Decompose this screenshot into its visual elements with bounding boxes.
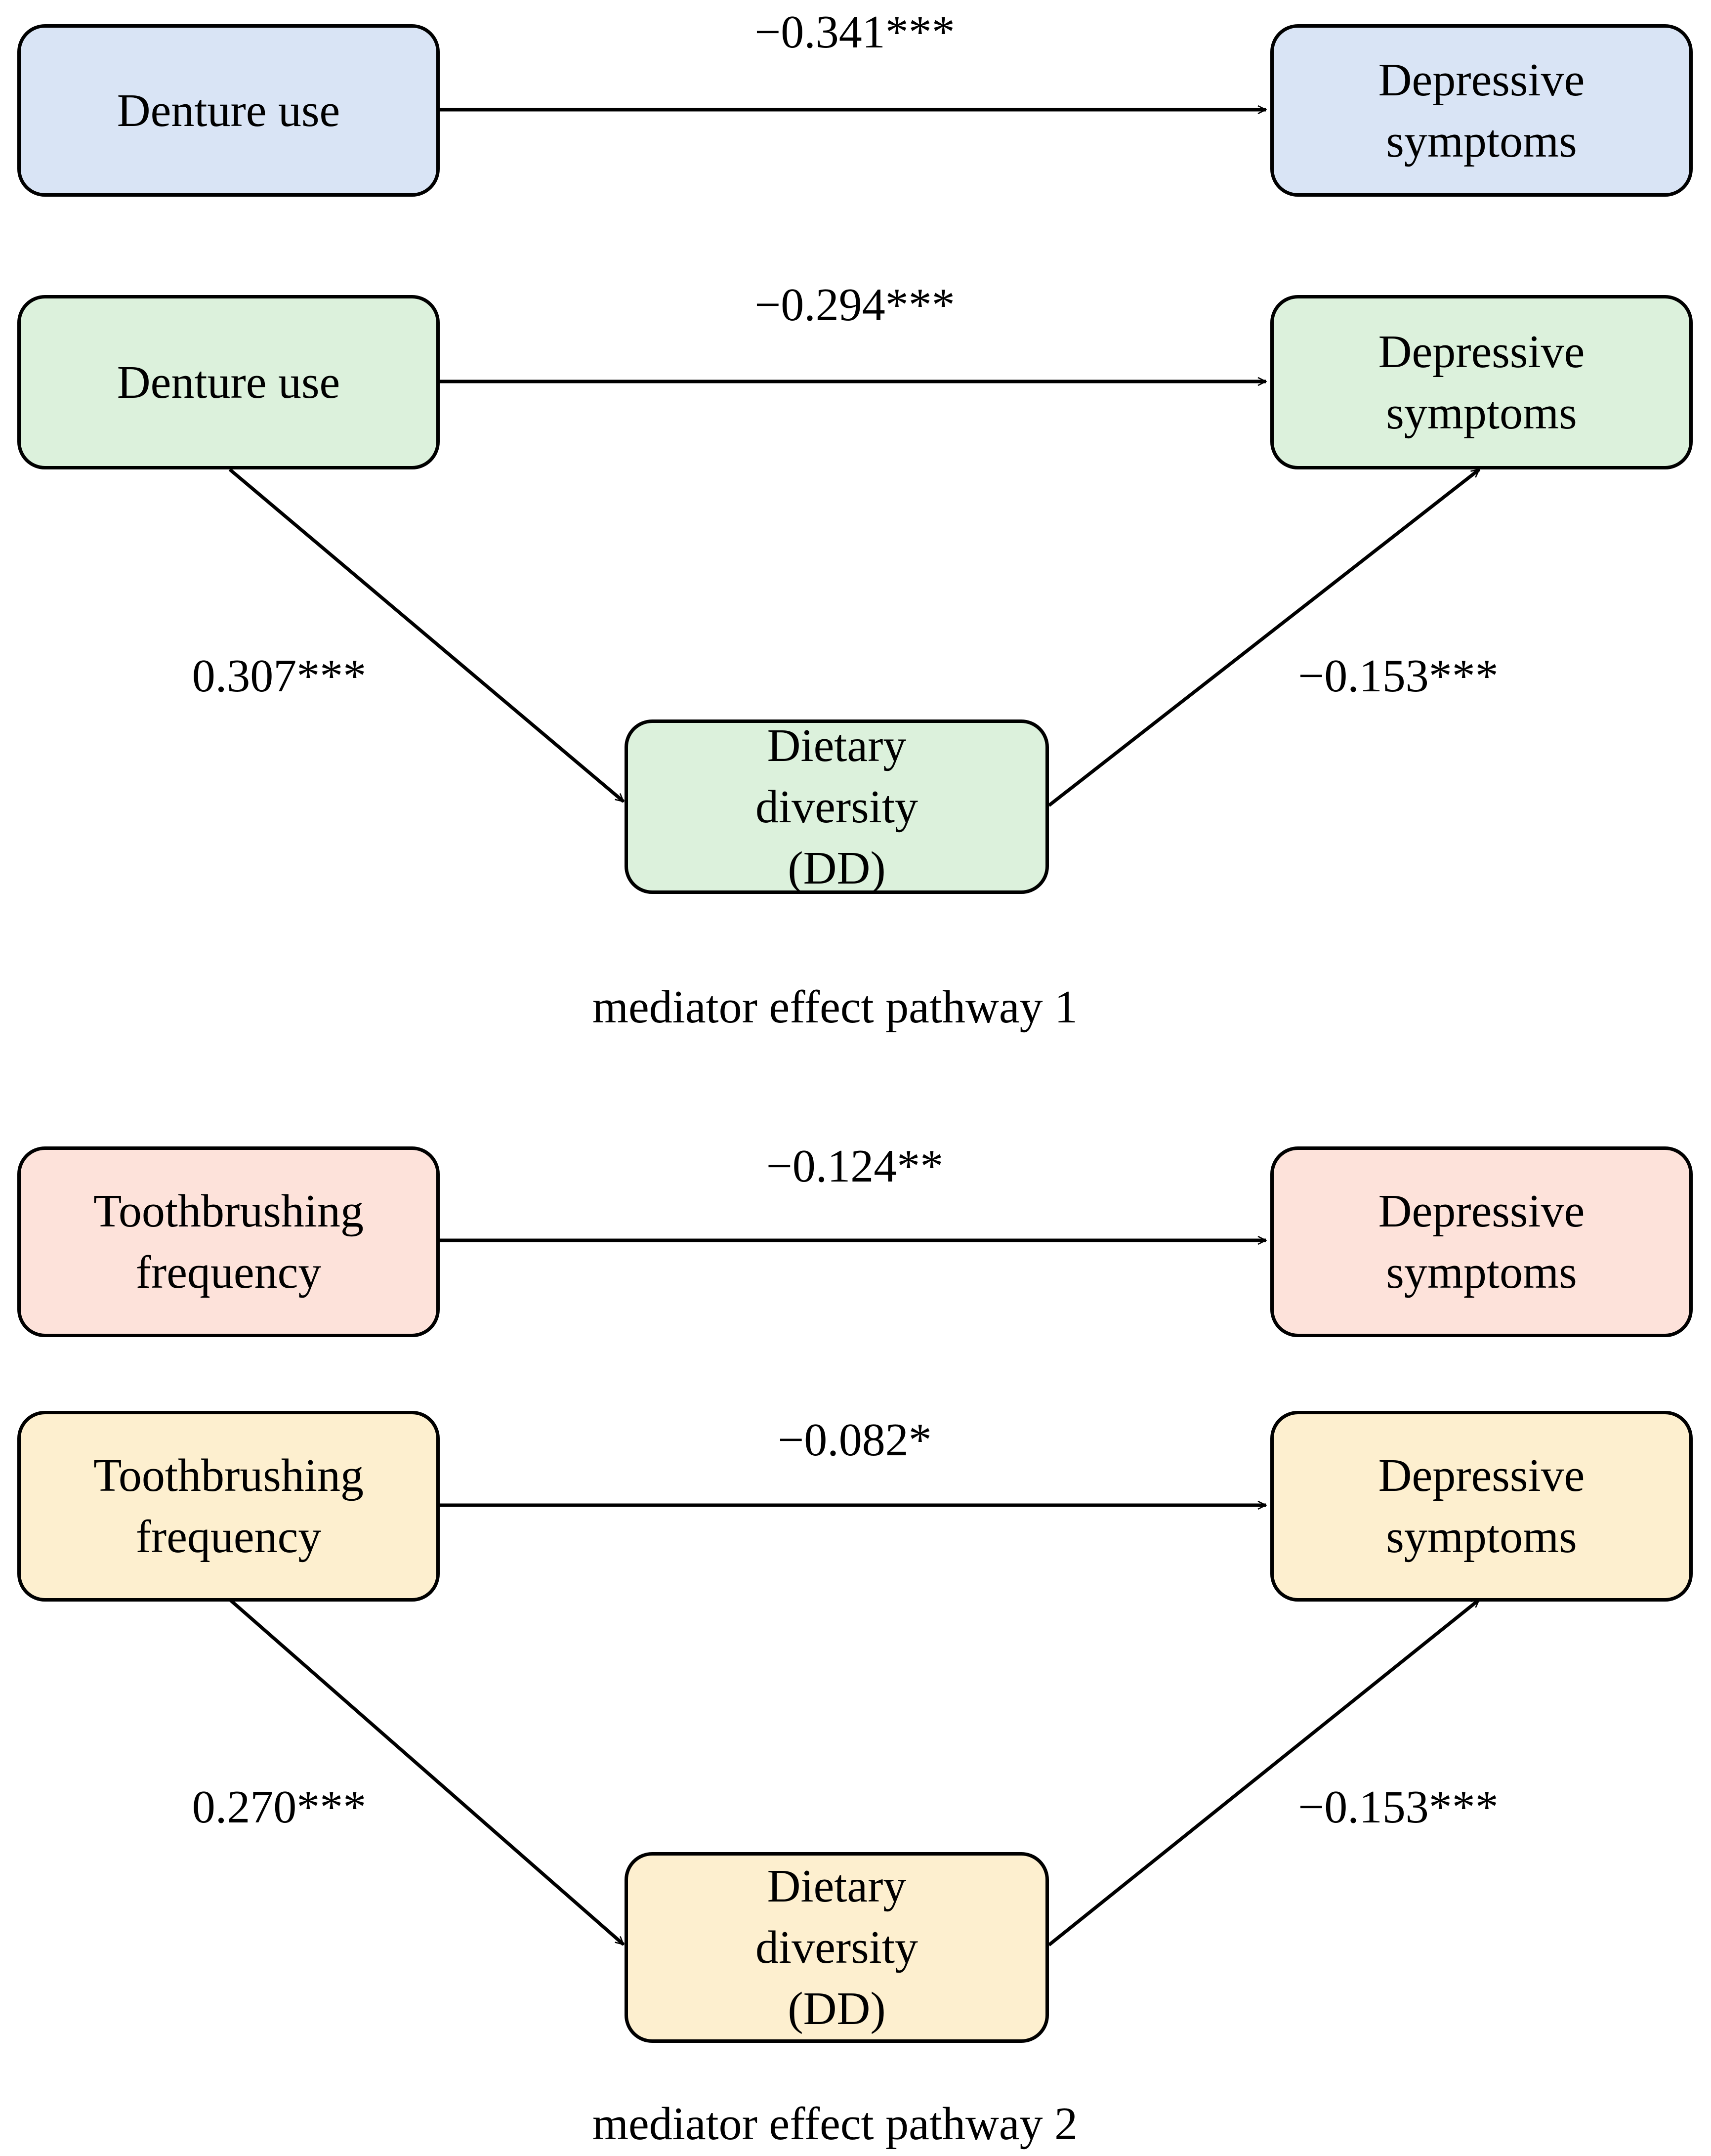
box-label-line1: Depressive	[1378, 54, 1585, 106]
box-label-line3: (DD)	[788, 1983, 886, 2034]
box-label-line2: symptoms	[1386, 115, 1577, 167]
dietary-diversity-box: Dietary diversity (DD)	[625, 1852, 1049, 2043]
box-label-line2: diversity	[755, 781, 918, 833]
depressive-symptoms-box: Depressive symptoms	[1270, 295, 1693, 469]
figure-caption: mediator effect pathway 2	[592, 2098, 1078, 2150]
box-label-line1: Dietary	[767, 719, 907, 771]
box-label-line3: (DD)	[788, 842, 886, 894]
depressive-symptoms-box: Depressive symptoms	[1270, 24, 1693, 197]
path-b-coefficient: −0.153***	[1298, 650, 1499, 702]
box-label-line2: symptoms	[1386, 387, 1577, 439]
box-label-line1: Dietary	[767, 1860, 907, 1912]
box-label-line2: diversity	[755, 1922, 918, 1973]
box-label-line1: Depressive	[1378, 1450, 1585, 1501]
arrow-p4-toothbrushing-to-dd	[228, 1598, 625, 1946]
box-label-line2: frequency	[135, 1247, 322, 1298]
direct-effect-coefficient: −0.294***	[754, 279, 955, 331]
coefficient-label: −0.341***	[754, 6, 955, 58]
arrow-p2-dd-to-depressive	[1047, 468, 1479, 807]
arrow-p2-denture-to-dd	[228, 468, 625, 803]
box-label-line2: symptoms	[1386, 1247, 1577, 1298]
box-label-line1: Depressive	[1378, 1185, 1585, 1237]
dietary-diversity-box: Dietary diversity (DD)	[625, 719, 1049, 894]
depressive-symptoms-box: Depressive symptoms	[1270, 1146, 1693, 1337]
box-label-line2: frequency	[135, 1511, 322, 1563]
denture-use-box: Denture use	[17, 24, 440, 197]
coefficient-label: −0.124**	[766, 1141, 944, 1192]
box-label: Denture use	[117, 85, 340, 136]
path-a-coefficient: 0.307***	[192, 650, 367, 702]
toothbrushing-frequency-box: Toothbrushing frequency	[17, 1411, 440, 1602]
denture-use-box: Denture use	[17, 295, 440, 469]
figure-caption: mediator effect pathway 1	[592, 981, 1078, 1033]
path-a-coefficient: 0.270***	[192, 1781, 367, 1833]
arrow-p4-dd-to-depressive	[1047, 1598, 1479, 1946]
direct-effect-coefficient: −0.082*	[778, 1414, 932, 1466]
box-label: Denture use	[117, 356, 340, 408]
depressive-symptoms-box: Depressive symptoms	[1270, 1411, 1693, 1602]
box-label-line1: Toothbrushing	[93, 1450, 364, 1501]
toothbrushing-frequency-box: Toothbrushing frequency	[17, 1146, 440, 1337]
path-b-coefficient: −0.153***	[1298, 1781, 1499, 1833]
box-label-line1: Toothbrushing	[93, 1185, 364, 1237]
box-label-line1: Depressive	[1378, 326, 1585, 378]
box-label-line2: symptoms	[1386, 1511, 1577, 1563]
